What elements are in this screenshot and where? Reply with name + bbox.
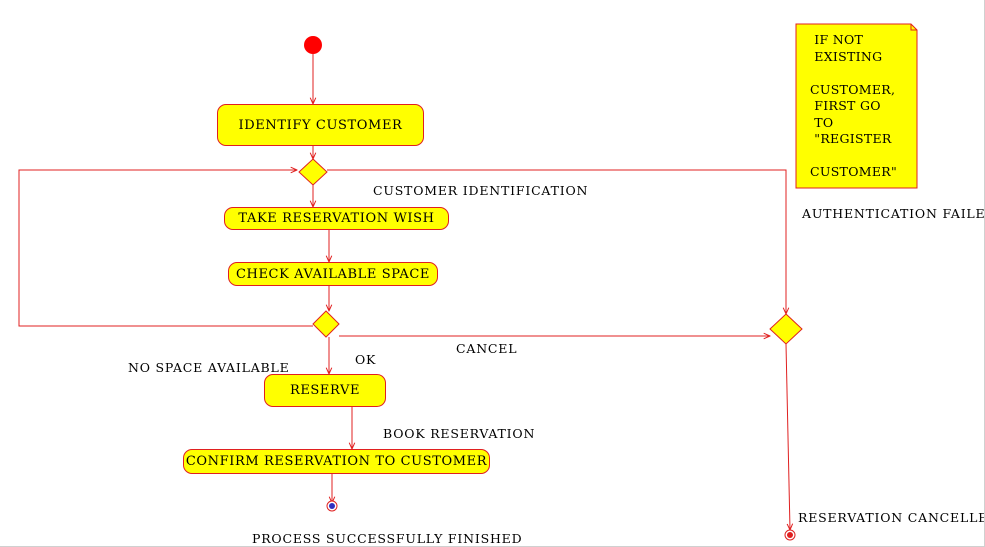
- note-register-customer: [795, 23, 918, 189]
- note-line: FIRST GO: [810, 98, 881, 113]
- note-line: [810, 65, 897, 82]
- note-line: CUSTOMER": [810, 164, 898, 179]
- label-no-space-available: NO SPACE AVAILABLE: [128, 360, 290, 375]
- label-customer-identification: CUSTOMER IDENTIFICATION: [373, 183, 589, 198]
- note-line: IF NOT: [810, 32, 864, 47]
- flow-to-cancelled-end: [785, 343, 790, 530]
- label-cancel: CANCEL: [456, 341, 518, 356]
- activity-identify-customer[interactable]: IDENTIFY CUSTOMER: [217, 104, 424, 146]
- label-book-reservation: BOOK RESERVATION: [383, 426, 536, 441]
- note-line: [810, 148, 897, 165]
- end-node-cancelled: [784, 529, 796, 541]
- label-ok: OK: [355, 352, 377, 367]
- decision-space-available: [312, 310, 340, 338]
- note-line: TO: [810, 114, 834, 130]
- note-line: EXISTING: [810, 48, 883, 64]
- label-process-successfully-finished: PROCESS SUCCESSFULLY FINISHED: [252, 531, 523, 546]
- label-reservation-cancelled: RESERVATION CANCELLED: [798, 510, 985, 525]
- start-node: [304, 36, 322, 54]
- activity-reserve[interactable]: RESERVE: [264, 374, 386, 407]
- decision-customer-identification: [298, 158, 328, 186]
- activity-take-reservation-wish[interactable]: TAKE RESERVATION WISH: [224, 207, 449, 230]
- label-authentication-failed: AUTHENTICATION FAILED: [802, 206, 985, 221]
- activity-confirm-reservation[interactable]: CONFIRM RESERVATION TO CUSTOMER: [183, 449, 490, 474]
- flow-lines: [18, 54, 790, 530]
- decision-cancel-merge: [769, 313, 803, 345]
- flow-no-space-loop: [18, 170, 313, 327]
- activity-check-available-space[interactable]: CHECK AVAILABLE SPACE: [228, 262, 438, 286]
- flow-authentication-failed: [327, 169, 786, 314]
- note-line: "REGISTER: [810, 131, 892, 146]
- note-line: CUSTOMER,: [810, 81, 896, 97]
- note-text: IF NOT EXISTING CUSTOMER, FIRST GO TO "R…: [810, 32, 897, 181]
- end-node-success: [326, 500, 338, 512]
